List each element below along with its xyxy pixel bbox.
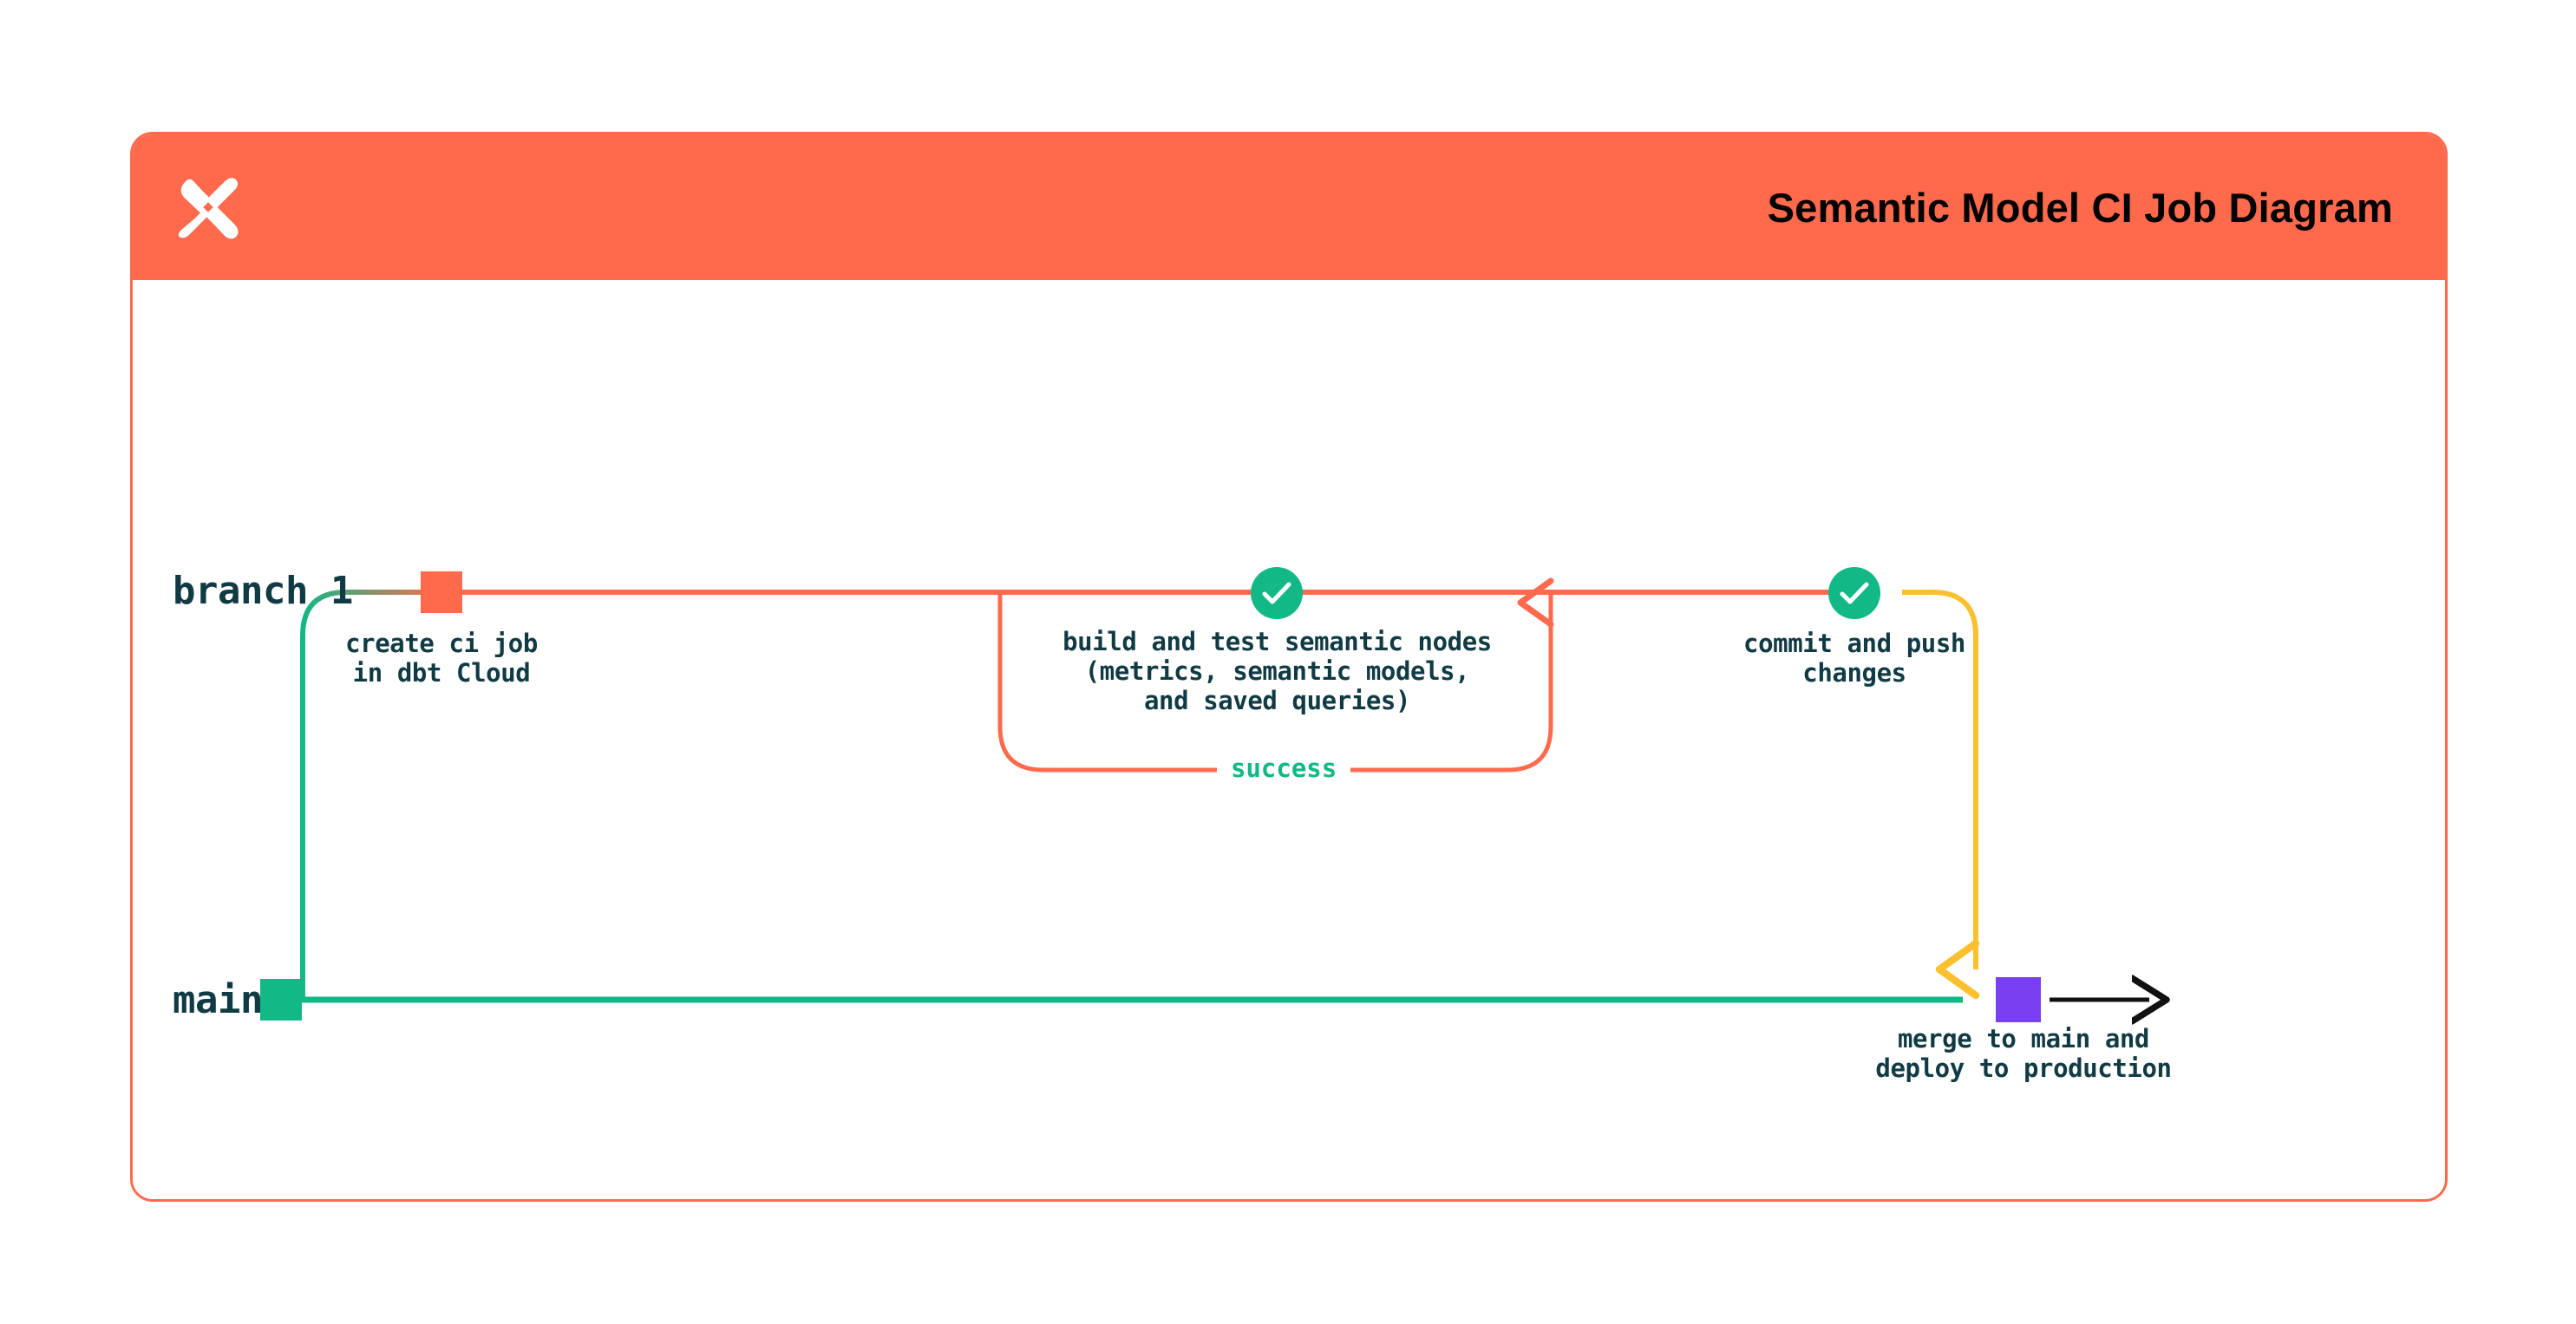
dbt-logo-icon (178, 178, 239, 239)
diagram-card: Semantic Model CI Job Diagram (130, 132, 2448, 1202)
loop-label-success: success (1217, 753, 1351, 783)
caption-line-1: build and test semantic nodes (1062, 627, 1492, 656)
caption-line-2: in dbt Cloud (352, 658, 531, 688)
node-build-test-check-icon[interactable] (1250, 566, 1304, 620)
node-create-ci-job-square[interactable] (421, 571, 462, 613)
caption-line-3: and saved queries) (1143, 686, 1411, 716)
node-commit-push-check-icon[interactable] (1827, 566, 1881, 620)
caption-line-1: merge to main and (1897, 1024, 2149, 1053)
branch-label-branch1: branch 1 (173, 569, 353, 613)
branch-label-main: main (173, 978, 263, 1022)
caption-line-1: commit and push (1743, 629, 1965, 658)
caption-line-2: changes (1802, 658, 1906, 688)
diagram-header: Semantic Model CI Job Diagram (133, 134, 2445, 280)
caption-line-2: deploy to production (1875, 1053, 2172, 1084)
node-caption-build-test: build and test semantic nodes(metrics, s… (1023, 627, 1531, 716)
node-merge-to-main-square[interactable] (1996, 977, 2041, 1022)
node-main-start-square[interactable] (260, 979, 302, 1021)
caption-line-2: (metrics, semantic models, (1084, 656, 1470, 687)
caption-line-1: create ci job (345, 629, 538, 658)
page-title: Semantic Model CI Job Diagram (1767, 184, 2393, 231)
